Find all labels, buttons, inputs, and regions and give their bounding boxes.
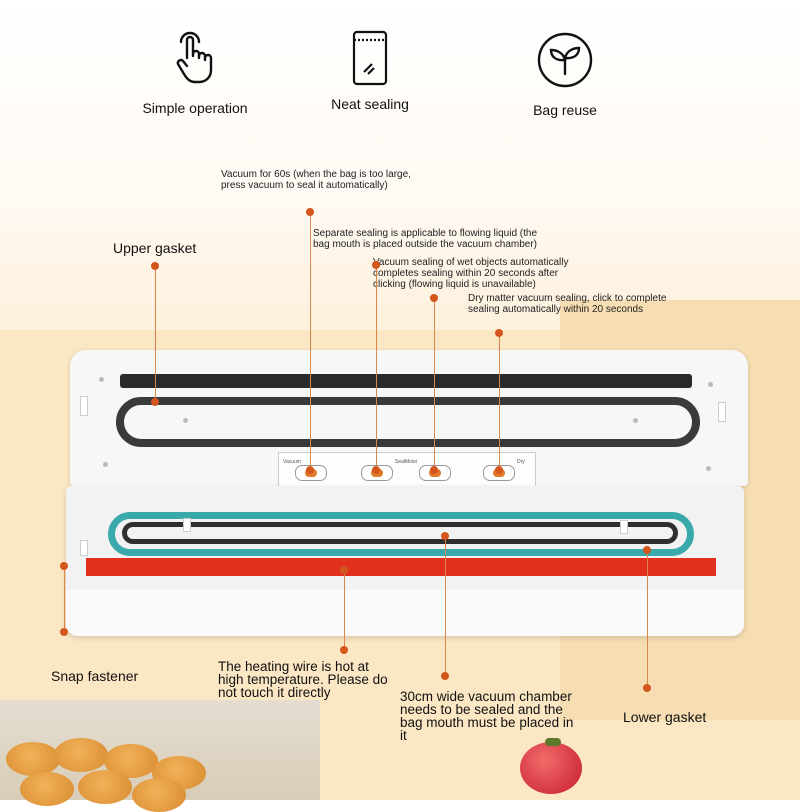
vacuum-button-label: Vacuum [283,459,301,465]
cracker-image [132,778,186,812]
screw [103,462,108,467]
callout-wet-sealing: Vacuum sealing of wet objects automatica… [373,257,569,290]
callout-vacuum-60s: Vacuum for 60s (when the bag is too larg… [221,169,411,191]
hand-tap-icon [176,31,213,84]
upper-gasket-strip [120,374,692,388]
callout-lower-gasket: Lower gasket [623,709,707,725]
cracker-image [6,742,60,776]
leader-dot [151,398,159,406]
screw [706,466,711,471]
leader-dot [151,262,159,270]
screw [708,382,713,387]
callout-upper-gasket: Upper gasket [113,240,197,256]
callout-heating-wire: The heating wire is hot at high temperat… [218,659,388,700]
leader-line [344,570,345,650]
cracker-image [20,772,74,806]
leader-dot [643,546,651,554]
feature-label: Bag reuse [533,102,597,118]
leader-dot [643,684,651,692]
leader-dot [441,532,449,540]
upper-gasket-loop [116,397,700,447]
leader-dot [372,466,380,474]
leader-dot [340,566,348,574]
leader-dot [441,672,449,680]
leader-dot [340,646,348,654]
bag-guide-peg [183,518,191,532]
leader-line [376,265,377,469]
leader-dot [372,261,380,269]
heating-wire-strip [86,558,716,576]
feature-neat-sealing: Neat sealing [290,28,450,112]
bag-guide-peg [620,520,628,534]
vacuum-chamber [122,522,678,544]
base-front-panel [66,590,744,636]
screw [633,418,638,423]
leader-line [310,213,311,469]
tomato-image [520,742,582,794]
leader-line [155,268,156,402]
leader-dot [495,329,503,337]
lid-latch [718,402,726,422]
leader-dot [495,466,503,474]
leader-dot [60,628,68,636]
leader-dot [306,466,314,474]
lower-gasket [108,512,694,556]
leader-line [434,298,435,469]
background-top [0,0,800,330]
cracker-image [78,770,132,804]
feature-bag-reuse: Bag reuse [485,30,645,118]
callout-vacuum-chamber: 30cm wide vacuum chamber needs to be sea… [400,689,574,743]
leader-dot [306,208,314,216]
cracker-image [54,738,108,772]
screw [99,377,104,382]
callout-separate-sealing: Separate sealing is applicable to flowin… [313,228,538,250]
callout-dry-sealing: Dry matter vacuum sealing, click to comp… [468,293,667,315]
moist-button-label: Moist [405,459,417,465]
feature-simple-operation: Simple operation [115,28,275,116]
feature-label: Simple operation [142,100,248,116]
sealed-bag-icon [352,30,388,86]
leader-line [445,536,446,676]
leader-dot [430,294,438,302]
dry-button-label: Dry [517,459,525,465]
leader-dot [430,466,438,474]
leader-dot [60,562,68,570]
screw [183,418,188,423]
callout-snap-fastener: Snap fastener [51,668,139,684]
seal-button-label: Seal [395,459,406,465]
tomato-stem [545,738,561,746]
snap-fastener-hook [80,540,88,556]
feature-label: Neat sealing [331,96,409,112]
leader-line [64,566,65,632]
leader-line [647,550,648,688]
sprout-icon [537,32,593,88]
lid-latch [80,396,88,416]
leader-line [499,333,500,469]
